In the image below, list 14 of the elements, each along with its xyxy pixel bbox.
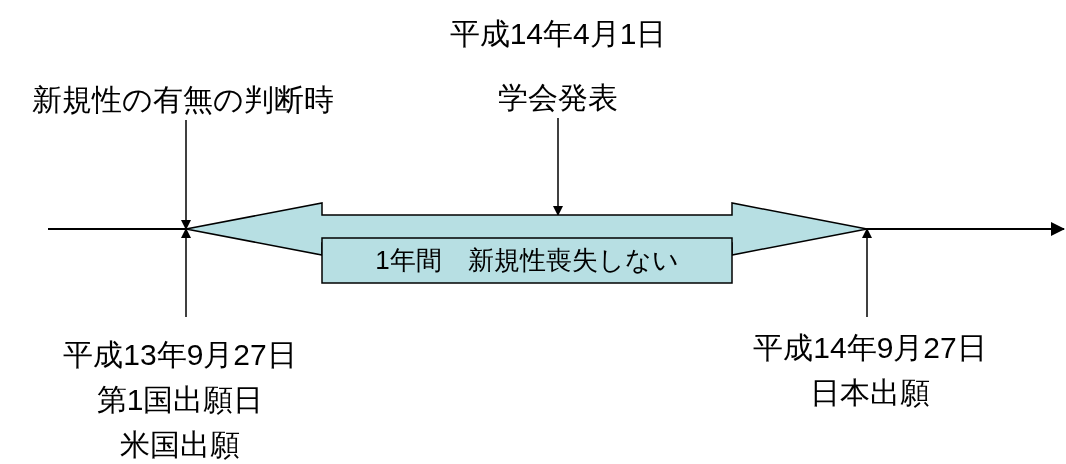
arrow — [181, 119, 191, 230]
label-text: 米国出願 — [120, 428, 240, 462]
arrow — [181, 228, 191, 318]
label-text: 平成14年4月1日 — [449, 17, 667, 51]
label-text: 平成13年9月27日 — [63, 338, 297, 372]
double-arrow — [185, 202, 869, 285]
label-text: 日本出願 — [810, 376, 930, 410]
arrow — [862, 228, 872, 318]
label-text: 第1国出願日 — [96, 383, 264, 417]
label-text: 平成14年9月27日 — [753, 331, 987, 365]
period-label: 1年間 新規性喪失しない — [375, 244, 679, 277]
label-text: 新規性の有無の判断時 — [32, 83, 334, 117]
arrow — [553, 117, 563, 216]
label-text: 学会発表 — [498, 81, 618, 115]
